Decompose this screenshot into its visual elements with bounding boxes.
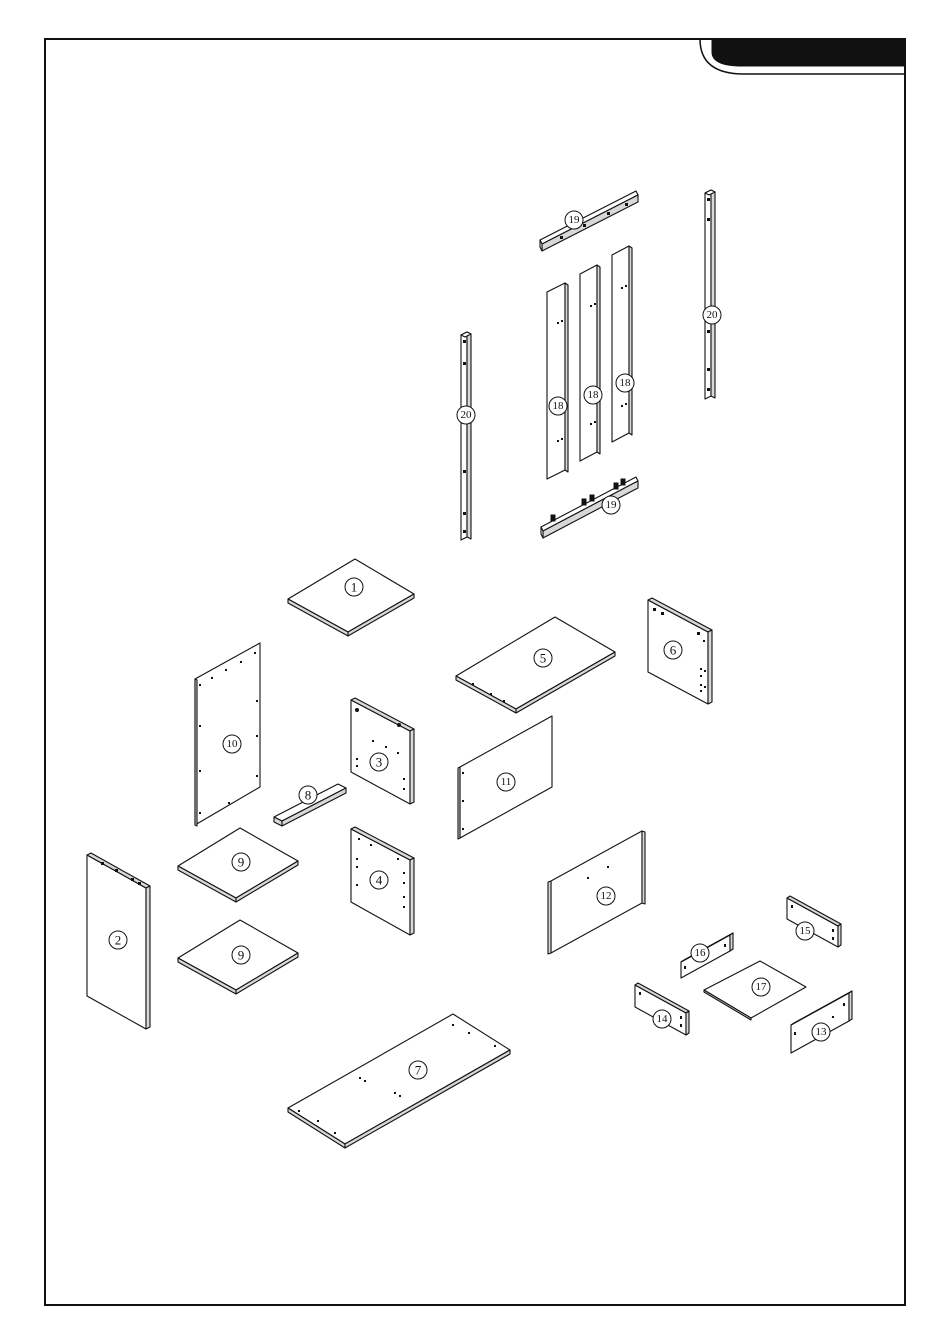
callout-15-text: 15 <box>800 925 812 937</box>
part-19-top-rail <box>540 191 638 251</box>
callout-17-text: 17 <box>756 981 768 993</box>
callout-13-text: 13 <box>816 1026 828 1038</box>
callout-2-text: 2 <box>115 933 122 948</box>
part-20-left-post <box>461 332 471 540</box>
part-15-drawer-back <box>787 896 841 947</box>
part-18-slat-c <box>612 246 632 442</box>
callout-18-b-text: 18 <box>588 389 600 401</box>
callout-3: 3 <box>370 753 388 771</box>
callout-6: 6 <box>664 641 682 659</box>
part-19-bottom-rail <box>541 477 638 538</box>
callout-20-left-text: 20 <box>461 409 473 421</box>
part-10-back-panel <box>195 643 260 826</box>
callout-19-top: 19 <box>565 211 583 229</box>
callout-4-text: 4 <box>376 873 383 888</box>
callout-9-upper: 9 <box>232 853 250 871</box>
callout-8-text: 8 <box>305 788 312 803</box>
callout-10-text: 10 <box>227 738 239 750</box>
callout-20-left: 20 <box>457 406 475 424</box>
callout-3-text: 3 <box>376 755 383 770</box>
part-18-slat-a <box>547 283 568 479</box>
callout-14-text: 14 <box>657 1013 669 1025</box>
callout-8: 8 <box>299 786 317 804</box>
callout-16: 16 <box>691 944 709 962</box>
callout-20-right: 20 <box>703 306 721 324</box>
callout-2: 2 <box>109 931 127 949</box>
callout-19-bottom: 19 <box>602 496 620 514</box>
callout-5-text: 5 <box>540 651 547 666</box>
callout-9-lower: 9 <box>232 946 250 964</box>
part-5-panel <box>456 617 615 713</box>
callout-20-right-text: 20 <box>707 309 719 321</box>
callout-19-bottom-text: 19 <box>606 499 618 511</box>
callout-5: 5 <box>534 649 552 667</box>
callout-16-text: 16 <box>695 947 707 959</box>
callout-18-a: 18 <box>549 397 567 415</box>
callout-18-c-text: 18 <box>620 377 632 389</box>
callout-1: 1 <box>345 578 363 596</box>
callout-12: 12 <box>597 887 615 905</box>
callout-9-lower-text: 9 <box>238 948 245 963</box>
callout-17: 17 <box>752 978 770 996</box>
callout-7-text: 7 <box>415 1063 422 1078</box>
header-tab <box>712 39 905 66</box>
callout-14: 14 <box>653 1010 671 1028</box>
callout-19-top-text: 19 <box>569 214 581 226</box>
callout-18-c: 18 <box>616 374 634 392</box>
callout-4: 4 <box>370 871 388 889</box>
part-18-slat-b <box>580 265 600 461</box>
part-13-drawer-side <box>791 991 852 1053</box>
callout-12-text: 12 <box>601 890 612 902</box>
callout-11-text: 11 <box>501 776 512 788</box>
callout-6-text: 6 <box>670 643 677 658</box>
callout-18-b: 18 <box>584 386 602 404</box>
part-12-door-panel <box>548 831 645 954</box>
callout-18-a-text: 18 <box>553 400 565 412</box>
part-3-divider-panel <box>351 698 414 804</box>
callout-11: 11 <box>497 773 515 791</box>
part-20-right-post <box>705 190 715 399</box>
part-1-top-panel <box>288 559 414 636</box>
callout-7: 7 <box>409 1061 427 1079</box>
callout-15: 15 <box>796 922 814 940</box>
part-7-base-panel <box>288 1014 510 1148</box>
callout-13: 13 <box>812 1023 830 1041</box>
callout-1-text: 1 <box>351 580 358 595</box>
callout-10: 10 <box>223 735 241 753</box>
callout-9-upper-text: 9 <box>238 855 245 870</box>
